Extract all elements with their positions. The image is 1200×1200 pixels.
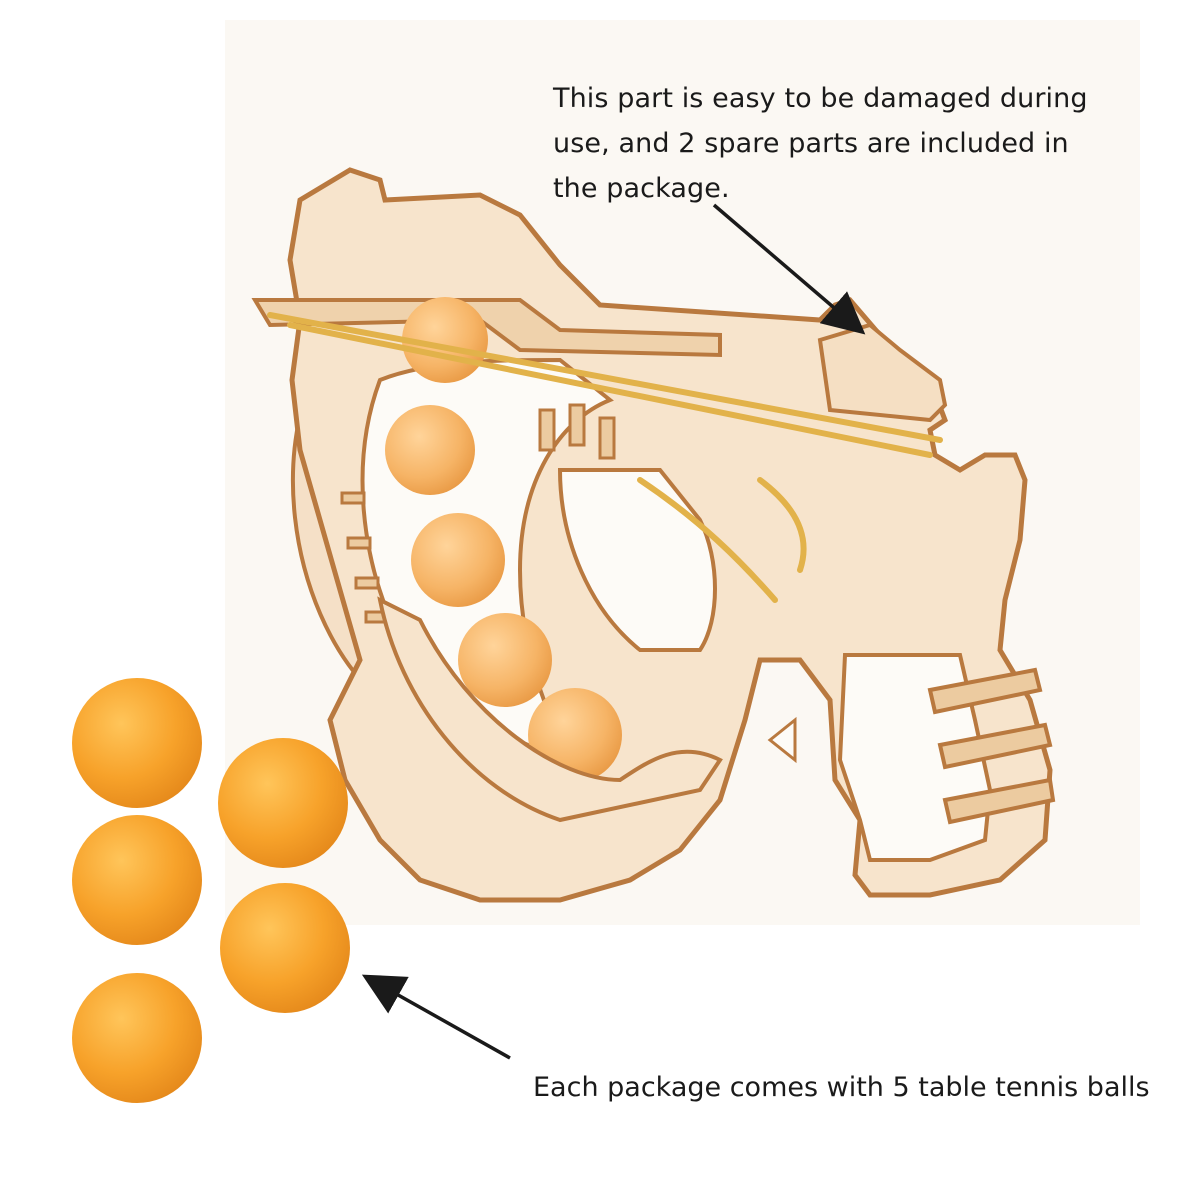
table-tennis-ball xyxy=(72,678,202,808)
side-tab xyxy=(538,408,556,452)
trigger-guard-hole xyxy=(557,468,717,652)
front-lip xyxy=(377,596,723,823)
arrow-to-balls xyxy=(361,974,511,1060)
rubber-band xyxy=(287,322,933,458)
balls-note: Each package comes with 5 table tennis b… xyxy=(533,1072,1150,1103)
spare-part-fin xyxy=(817,322,948,423)
grip-slat xyxy=(927,667,1043,715)
table-tennis-ball xyxy=(220,883,350,1013)
rubber-band xyxy=(267,312,943,443)
grip-slat xyxy=(942,777,1056,825)
loaded-balls xyxy=(385,297,622,782)
table-tennis-ball xyxy=(72,973,202,1103)
rubber-band xyxy=(637,477,778,603)
side-tabs xyxy=(340,403,616,624)
side-tab xyxy=(598,416,616,460)
loose-balls xyxy=(72,678,350,1103)
grip-slats xyxy=(927,667,1056,825)
wooden-gun-model xyxy=(251,167,1056,903)
side-tab xyxy=(568,403,586,447)
loaded-ball xyxy=(411,513,505,607)
side-tab xyxy=(354,576,380,590)
side-tab xyxy=(346,536,372,550)
spare-parts-note: This part is easy to be damaged during u… xyxy=(553,83,1088,204)
arrow-to-spare-part xyxy=(712,203,866,335)
side-tab xyxy=(340,491,366,505)
rubber-bands xyxy=(267,312,943,603)
table-tennis-ball xyxy=(72,815,202,945)
table-tennis-ball xyxy=(218,738,348,868)
grip-slat xyxy=(937,722,1053,770)
rubber-band xyxy=(757,477,807,573)
triangle-cutout xyxy=(767,716,797,764)
loaded-ball xyxy=(458,613,552,707)
loaded-ball xyxy=(385,405,475,495)
barrel-rail xyxy=(251,298,722,358)
